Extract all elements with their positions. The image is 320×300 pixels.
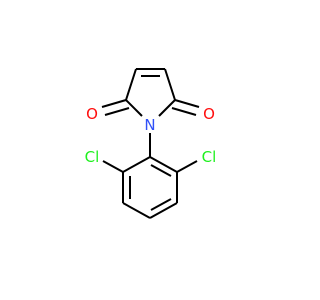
- bond-c4-c5-single: [164, 68, 176, 101]
- bond-ar1-ar2: [149, 156, 178, 173]
- bond-c2-o-left-double-b: [104, 107, 130, 116]
- chlorine-left-label: Cl: [85, 148, 100, 166]
- bond-ar3-ar4: [149, 202, 178, 219]
- nitrogen-label: N: [144, 116, 155, 134]
- oxygen-left-label: O: [86, 105, 98, 123]
- bond-ar6-cl-left: [102, 160, 124, 173]
- bond-c2-c3-single: [125, 68, 137, 101]
- oxygen-right-label: O: [203, 105, 215, 123]
- bond-ar2-cl-right: [176, 160, 198, 173]
- bond-ar1-ar2-inner: [150, 164, 172, 177]
- bond-ar6-ar1: [122, 156, 151, 173]
- bond-c5-o-right-double-b: [171, 107, 197, 116]
- bond-c5-o-right-double-a: [174, 99, 200, 108]
- bond-c2-n-single: [125, 99, 143, 117]
- bond-ar3-ar4-inner: [150, 198, 172, 211]
- molecule-structure-diagram: O O N Cl Cl: [85, 68, 217, 219]
- bond-ar4-ar5: [122, 202, 151, 219]
- bond-c5-n-single: [158, 99, 176, 117]
- bond-c2-o-left-double-a: [101, 99, 127, 108]
- chlorine-right-label: Cl: [202, 148, 217, 166]
